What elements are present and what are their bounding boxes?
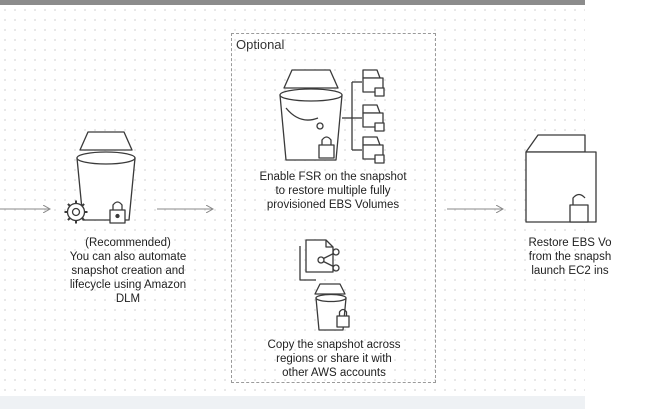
copy-caption-line: Copy the snapshot across bbox=[267, 339, 401, 351]
bucket-with-multiple-volumes-icon bbox=[279, 69, 385, 164]
volume-lock-icon bbox=[525, 134, 597, 223]
bucket-gear-lock-icon bbox=[64, 131, 136, 224]
copy-caption-line: other AWS accounts bbox=[282, 367, 386, 379]
optional-group-label: Optional bbox=[236, 37, 285, 52]
dlm-caption: (Recommended) You can also automate snap… bbox=[58, 236, 198, 306]
restore-caption: Restore EBS Vo from the snapsh launch EC… bbox=[490, 236, 650, 278]
restore-caption-line: launch EC2 ins bbox=[531, 265, 609, 277]
dlm-caption-line: lifecycle using Amazon bbox=[69, 279, 187, 291]
dlm-caption-line: snapshot creation and bbox=[71, 265, 185, 277]
copy-caption: Copy the snapshot across regions or shar… bbox=[246, 338, 422, 380]
dlm-caption-line: You can also automate bbox=[69, 251, 187, 263]
fsr-caption-line: to restore multiple fully bbox=[275, 185, 391, 197]
fsr-caption-line: Enable FSR on the snapshot bbox=[259, 171, 407, 183]
dlm-caption-line: DLM bbox=[115, 293, 141, 305]
bottom-strip bbox=[0, 396, 585, 409]
top-border bbox=[0, 0, 585, 5]
fsr-caption: Enable FSR on the snapshot to restore mu… bbox=[238, 170, 428, 212]
copy-caption-line: regions or share it with bbox=[276, 353, 392, 365]
restore-caption-line: Restore EBS Vo bbox=[528, 237, 612, 249]
optional-group-box bbox=[231, 33, 436, 383]
dlm-caption-line: (Recommended) bbox=[85, 237, 171, 249]
diagram-graphics bbox=[0, 69, 597, 331]
document-share-bucket-icon bbox=[299, 239, 350, 331]
restore-caption-line: from the snapsh bbox=[528, 251, 612, 263]
fsr-caption-line: provisioned EBS Volumes bbox=[266, 199, 400, 211]
